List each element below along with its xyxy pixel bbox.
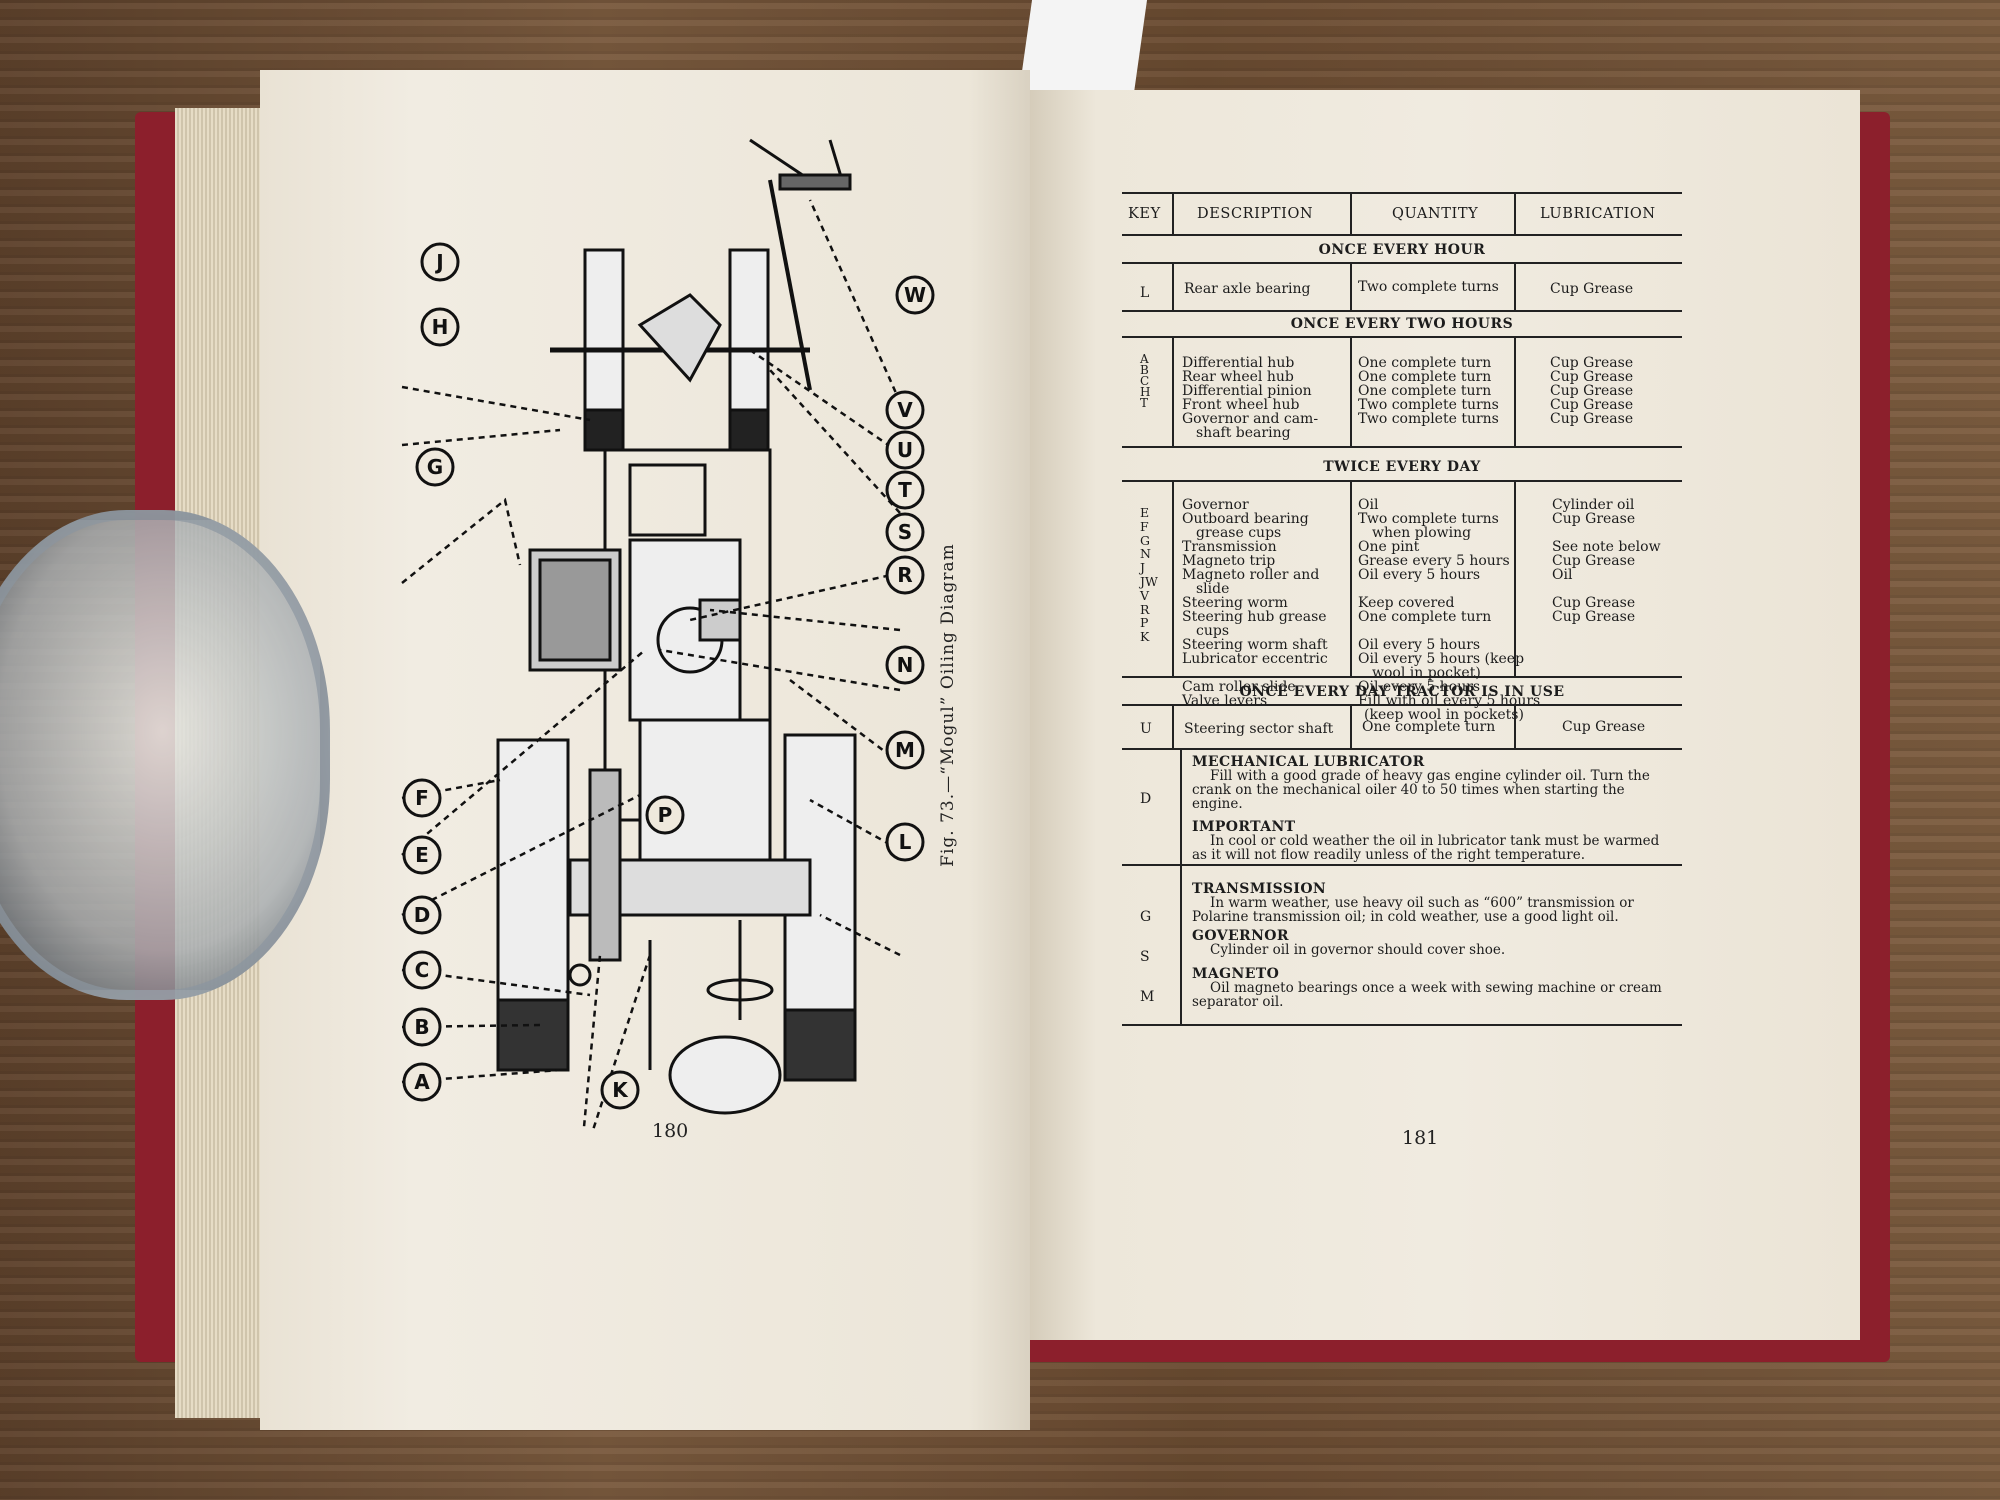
quantity: One complete turn	[1362, 719, 1496, 735]
lubrications-two-hours: Cup Grease Cup Grease Cup Grease Cup Gre…	[1550, 355, 1634, 427]
svg-text:P: P	[658, 803, 673, 827]
svg-text:H: H	[432, 315, 449, 339]
callout-c: C	[402, 950, 442, 990]
svg-text:B: B	[414, 1015, 429, 1039]
svg-text:R: R	[897, 563, 912, 587]
callout-b: B	[402, 1007, 442, 1047]
header-key: KEY	[1128, 206, 1161, 222]
svg-text:M: M	[895, 738, 915, 762]
svg-text:W: W	[904, 283, 926, 307]
svg-text:E: E	[415, 843, 429, 867]
section-title-daily-in-use: ONCE EVERY DAY TRACTOR IS IN USE	[1239, 684, 1565, 700]
descriptions-two-hours: Differential hub Rear wheel hub Differen…	[1182, 355, 1319, 441]
callout-f: F	[402, 778, 442, 818]
callout-m: M	[885, 730, 925, 770]
svg-text:A: A	[414, 1070, 430, 1094]
callout-h: H	[420, 307, 460, 347]
section-title-hourly: ONCE EVERY HOUR	[1318, 242, 1486, 258]
callout-n: N	[885, 645, 925, 685]
svg-text:S: S	[898, 520, 912, 544]
callout-r: R	[885, 555, 925, 595]
section-title-two-hours: ONCE EVERY TWO HOURS	[1290, 316, 1514, 332]
note-key: S	[1140, 949, 1150, 965]
callout-l: L	[885, 822, 925, 862]
callout-p: P	[645, 795, 685, 835]
magnifying-glass	[0, 510, 330, 1000]
callout-w: W	[895, 275, 935, 315]
header-lubrication: LUBRICATION	[1540, 206, 1656, 222]
key: U	[1140, 721, 1152, 737]
description: Steering sector shaft	[1184, 721, 1334, 737]
callout-u: U	[885, 430, 925, 470]
svg-text:U: U	[897, 438, 913, 462]
note-governor: GOVERNOR Cylinder oil in governor should…	[1192, 928, 1506, 958]
note-mechanical-lubricator: MECHANICAL LUBRICATOR Fill with a good g…	[1192, 754, 1650, 812]
note-important: IMPORTANT In cool or cold weather the oi…	[1192, 819, 1660, 863]
callout-e: E	[402, 835, 442, 875]
right-page-number: 181	[1402, 1127, 1439, 1149]
note-key: D	[1140, 791, 1152, 807]
callout-v: V	[885, 390, 925, 430]
callout-d: D	[402, 895, 442, 935]
left-page-number: 180	[652, 1120, 689, 1142]
description: Rear axle bearing	[1184, 281, 1311, 297]
figure-caption: Fig. 73.—“Mogul” Oiling Diagram	[938, 543, 958, 867]
callout-a: A	[402, 1062, 442, 1102]
section-title-twice-daily: TWICE EVERY DAY	[1323, 459, 1481, 475]
callout-k: K	[600, 1070, 640, 1110]
quantities-two-hours: One complete turn One complete turn One …	[1358, 355, 1499, 427]
lubrication: Cup Grease	[1562, 719, 1646, 735]
svg-text:V: V	[897, 398, 913, 422]
svg-text:D: D	[414, 903, 431, 927]
lubrication: Cup Grease	[1550, 281, 1634, 297]
keys-two-hours: A B C H T	[1140, 352, 1151, 410]
svg-text:C: C	[415, 958, 430, 982]
svg-text:L: L	[899, 830, 912, 854]
callout-j: J	[420, 242, 460, 282]
callout-t: T	[885, 470, 925, 510]
note-magneto: MAGNETO Oil magneto bearings once a week…	[1192, 966, 1662, 1010]
quantity: Two complete turns	[1358, 279, 1499, 295]
callout-s: S	[885, 512, 925, 552]
key: L	[1140, 285, 1150, 301]
tractor-oiling-diagram: A B C D E F G H J K P L M N R S T U V W	[401, 138, 935, 1130]
svg-text:N: N	[897, 653, 914, 677]
header-quantity: QUANTITY	[1392, 206, 1479, 222]
svg-text:T: T	[898, 478, 912, 502]
right-page: 181	[1030, 90, 1860, 1340]
note-key: G	[1140, 909, 1152, 925]
callout-g: G	[415, 447, 455, 487]
svg-text:F: F	[415, 786, 429, 810]
lubrications-twice-daily: Cylinder oil Cup Grease See note below C…	[1552, 497, 1661, 625]
note-transmission: TRANSMISSION In warm weather, use heavy …	[1192, 881, 1634, 925]
bookmark-ribbon	[1017, 0, 1148, 100]
header-description: DESCRIPTION	[1197, 206, 1314, 222]
descriptions-twice-daily: Governor Outboard bearing grease cups Tr…	[1182, 497, 1328, 709]
svg-text:G: G	[427, 455, 443, 479]
note-key: M	[1140, 989, 1155, 1005]
svg-text:K: K	[612, 1078, 629, 1102]
svg-text:J: J	[434, 250, 443, 274]
keys-twice-daily: E F G N J JW V R P K	[1140, 505, 1158, 645]
